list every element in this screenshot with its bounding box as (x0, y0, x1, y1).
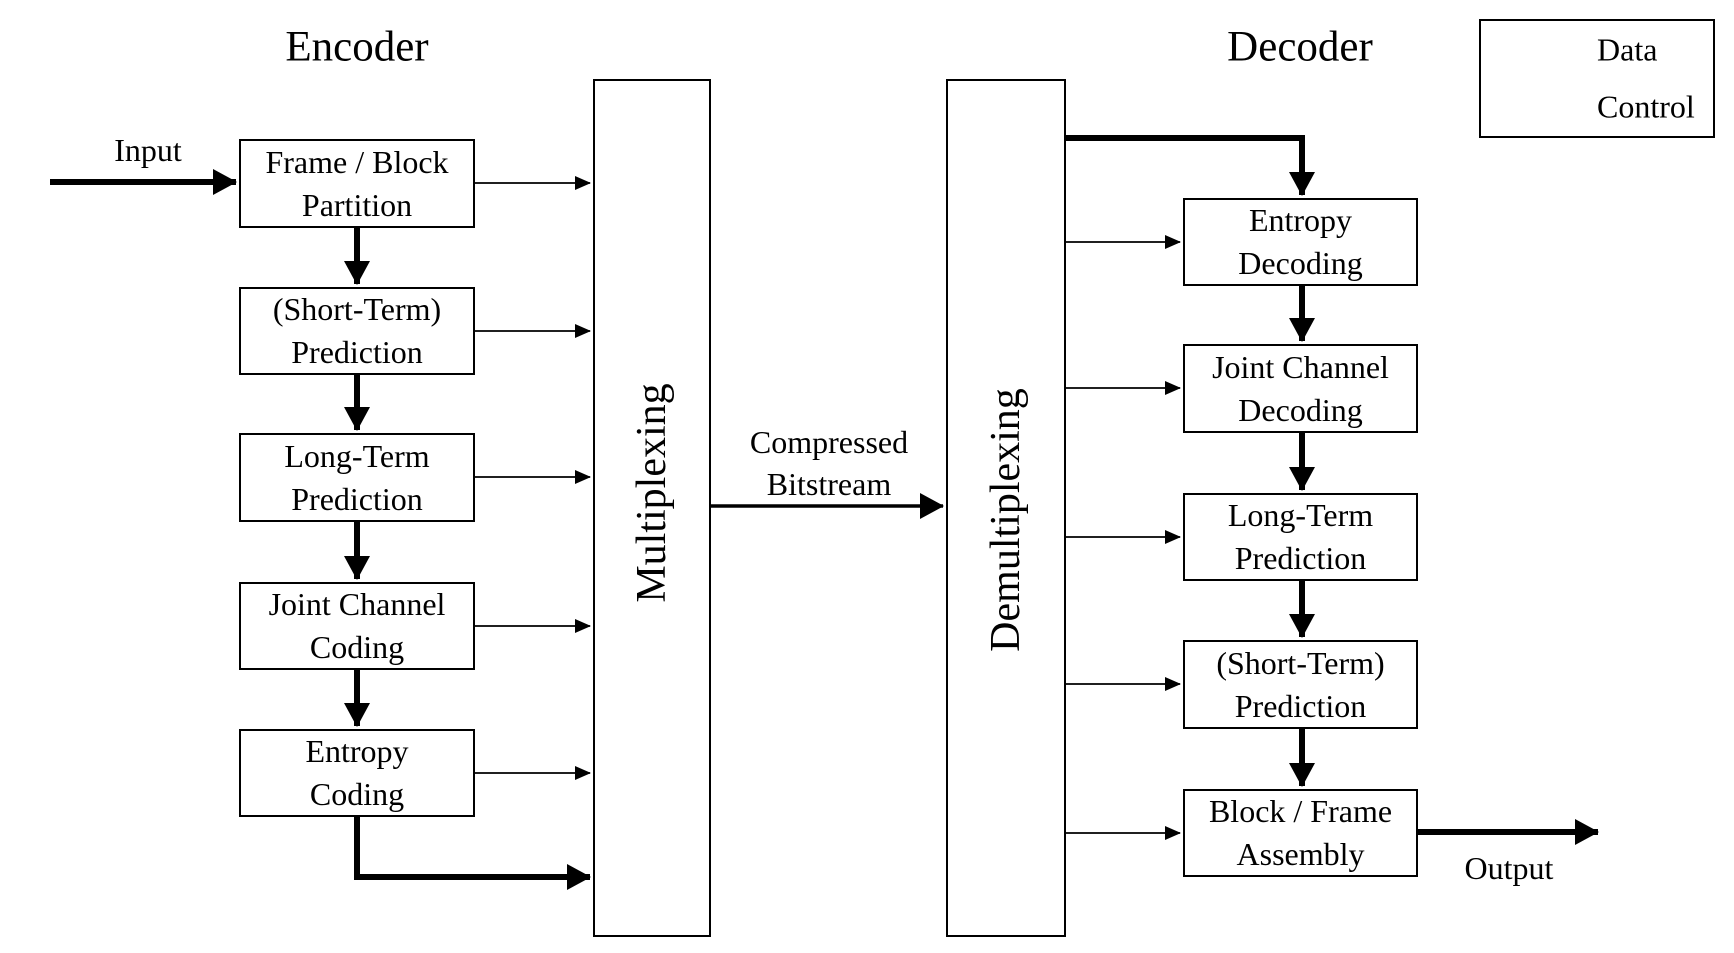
demultiplexing-label: Demultiplexing (983, 388, 1029, 652)
block-label-line2: Assembly (1236, 836, 1365, 872)
block-label-line1: Block / Frame (1208, 793, 1393, 830)
encoder-block-longterm-prediction: Long-Term Prediction (239, 433, 475, 522)
output-label: Output (1464, 849, 1554, 886)
block-label-line2: Partition (301, 186, 413, 223)
block-label-line2: Prediction (1234, 540, 1367, 576)
block-label-line1: Long-Term (1227, 497, 1374, 534)
block-label-line2: Coding (309, 776, 405, 812)
decoder-block-shortterm-prediction: (Short-Term) Prediction (1183, 640, 1418, 729)
compressed-bitstream-line2: Bitstream (766, 466, 892, 502)
block-label-line1: Joint Channel (1212, 348, 1389, 385)
block-label-line1: (Short-Term) (272, 291, 442, 328)
decoder-block-jointchannel-decoding: Joint Channel Decoding (1183, 344, 1418, 433)
block-label-line2: Coding (309, 629, 405, 665)
decoder-block-block-frame-assembly: Block / Frame Assembly (1183, 789, 1418, 877)
compressed-bitstream-label: Compressed Bitstream (750, 421, 908, 505)
multiplexing-box (593, 79, 711, 937)
block-label-line1: (Short-Term) (1216, 644, 1385, 681)
block-label-line2: Prediction (291, 480, 423, 517)
legend-control-label: Control (1597, 88, 1695, 125)
demux-to-entropydecode-data-arrow (1066, 135, 1315, 196)
legend-box (1479, 19, 1715, 138)
block-label-line2: Decoding (1238, 391, 1363, 428)
encoder-block-frame-partition: Frame / Block Partition (239, 139, 475, 228)
multiplexing-label: Multiplexing (629, 383, 675, 603)
encoder-block-entropy-coding: Entropy Coding (239, 729, 475, 817)
block-label-line1: Entropy (1248, 202, 1353, 239)
block-label-line1: Frame / Block (265, 143, 449, 180)
block-label-line2: Decoding (1238, 245, 1363, 281)
decoder-block-longterm-prediction: Long-Term Prediction (1183, 493, 1418, 581)
demultiplexing-box (946, 79, 1066, 937)
block-label-line1: Entropy (305, 733, 409, 770)
block-label-line2: Prediction (291, 334, 423, 370)
legend-data-label: Data (1597, 31, 1658, 68)
compressed-bitstream-line1: Compressed (749, 423, 909, 460)
block-label-line2: Prediction (1234, 687, 1367, 724)
input-label: Input (114, 131, 182, 168)
entropy-to-mux-data-arrow (354, 817, 591, 890)
block-label-line1: Long-Term (284, 437, 430, 474)
encoder-title: Encoder (285, 23, 429, 71)
decoder-block-entropy-decoding: Entropy Decoding (1183, 198, 1418, 286)
encoder-block-shortterm-prediction: (Short-Term) Prediction (239, 287, 475, 375)
encoder-block-jointchannel-coding: Joint Channel Coding (239, 582, 475, 670)
decoder-title: Decoder (1227, 23, 1373, 71)
block-label-line1: Joint Channel (268, 586, 446, 623)
